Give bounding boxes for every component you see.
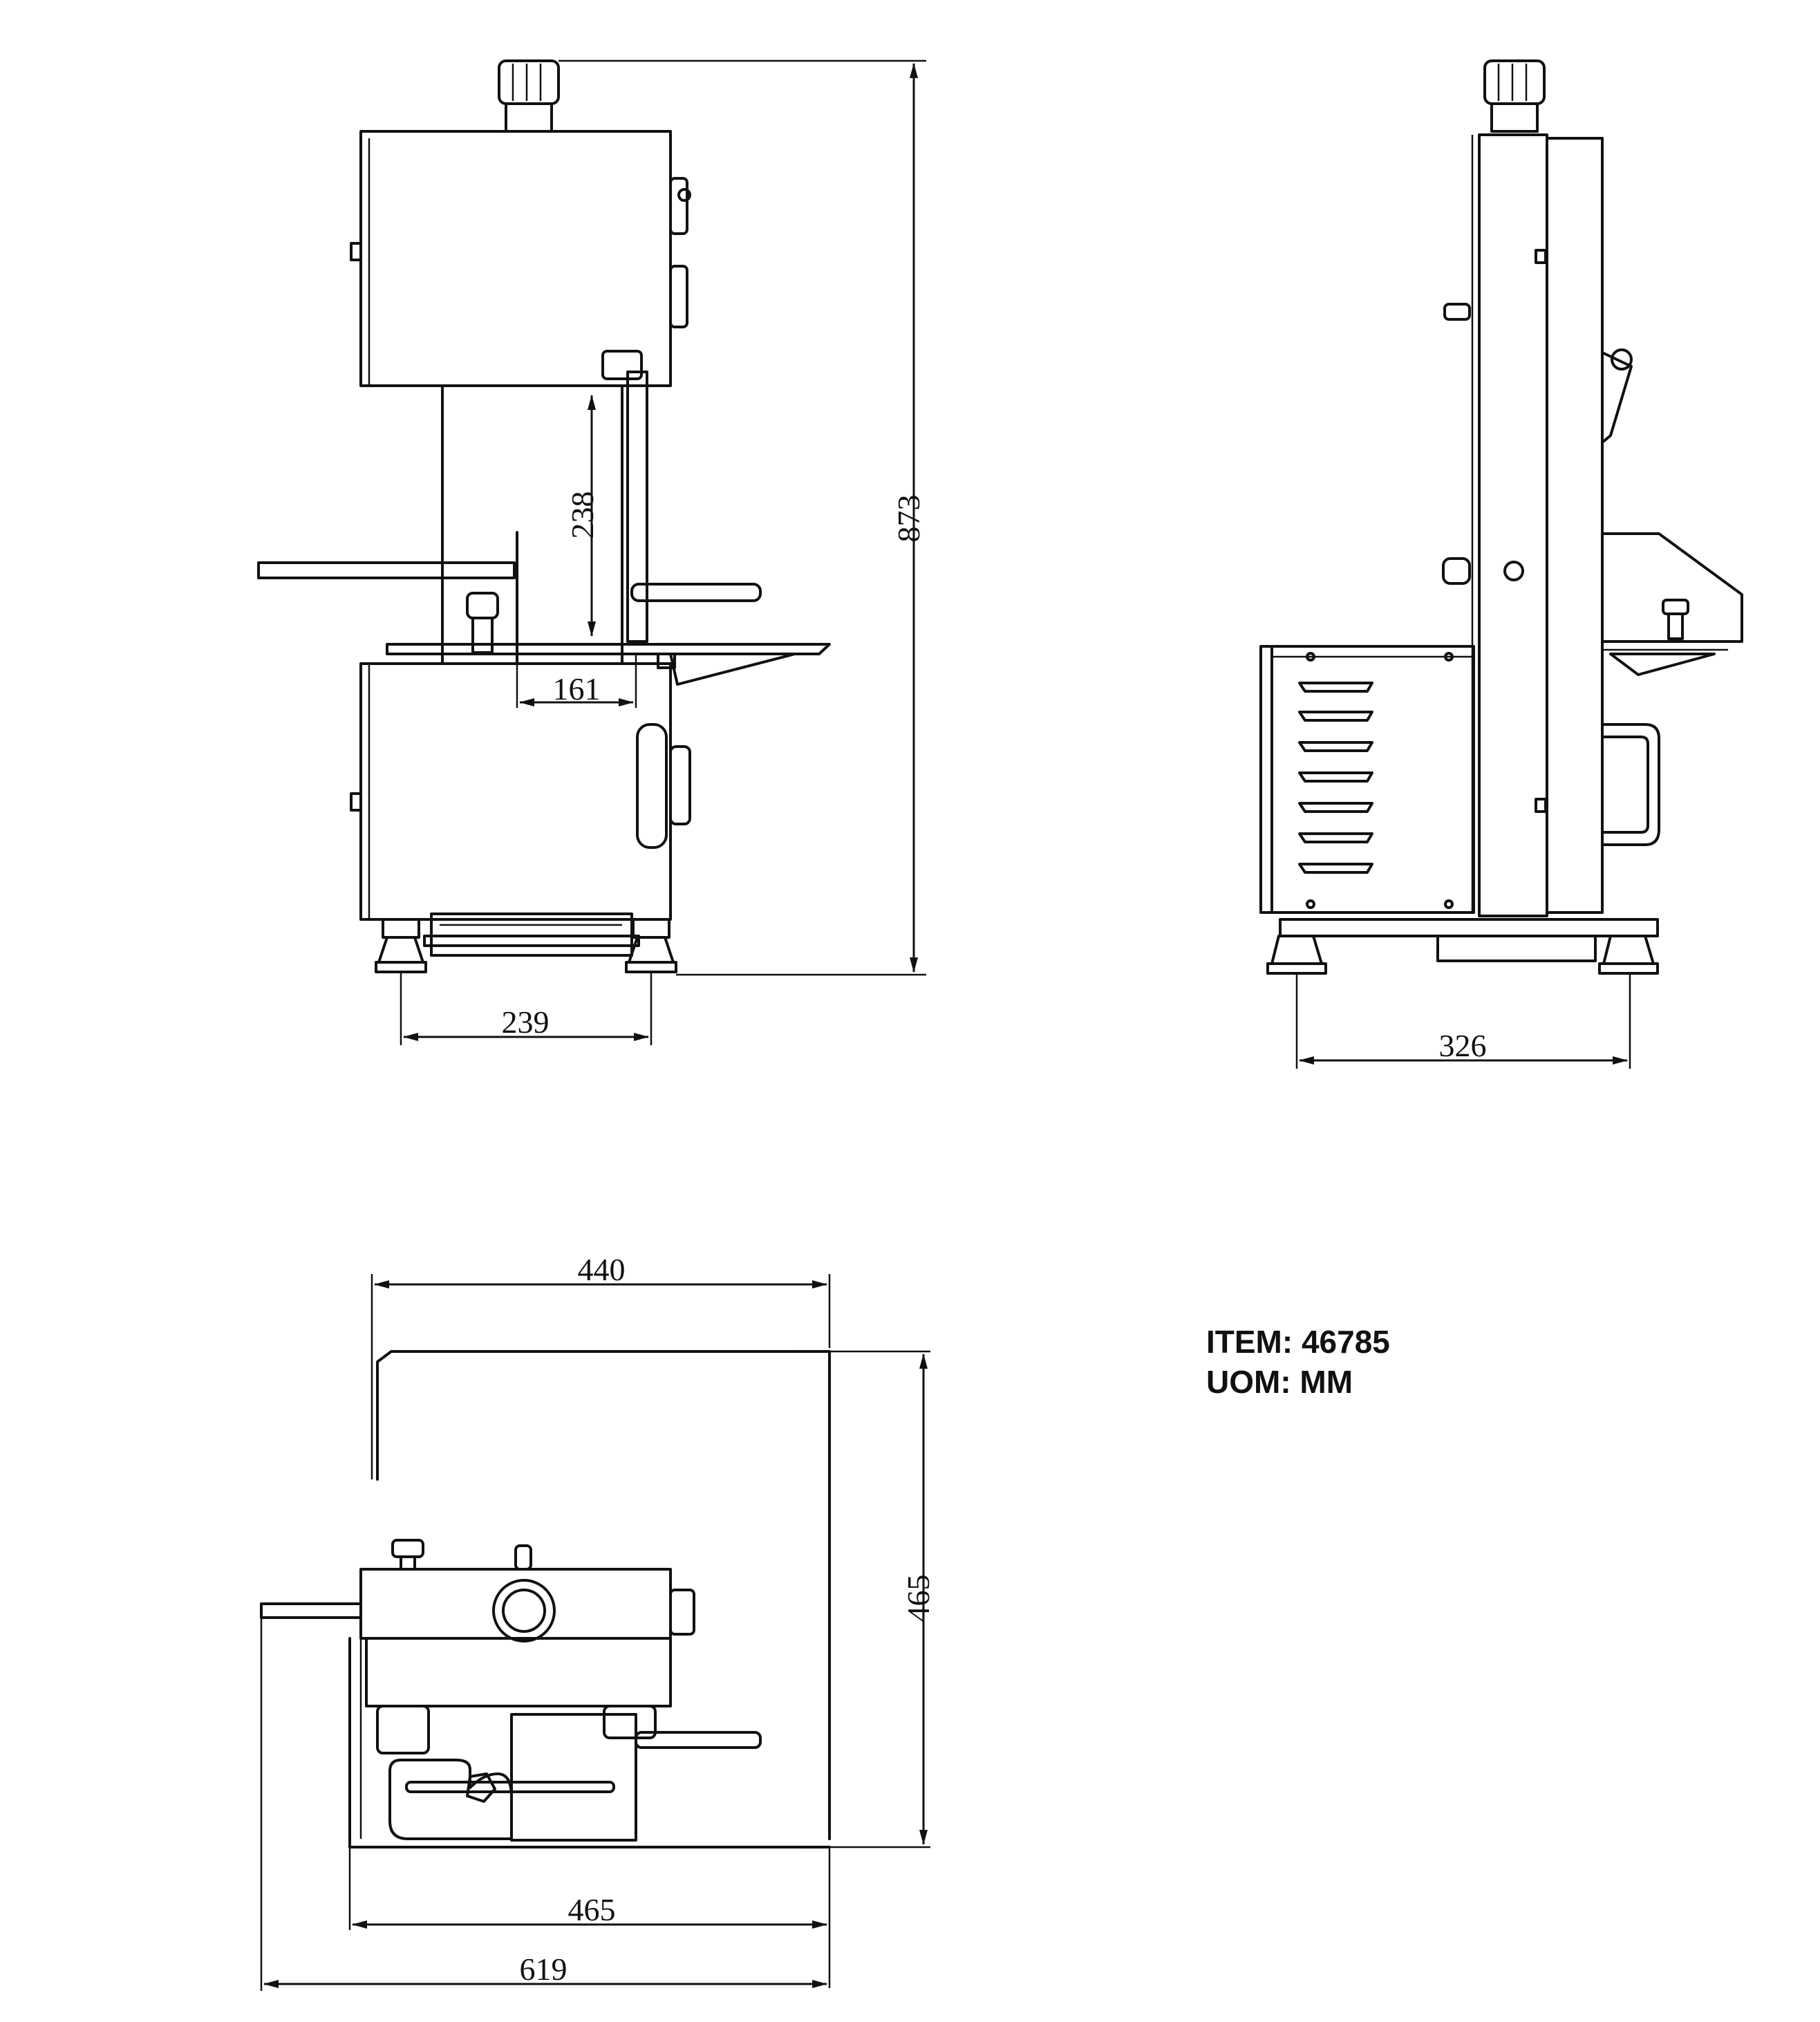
push-rod bbox=[257, 561, 516, 579]
item-info: ITEM: 46785 UOM: MM bbox=[1206, 1322, 1390, 1402]
side-table bbox=[1601, 532, 1743, 643]
dim-top-overall-width: 619 bbox=[520, 1951, 567, 1987]
blade-guide bbox=[626, 371, 648, 643]
top-view: 440 465 465 619 bbox=[260, 1252, 936, 1991]
door-handle bbox=[636, 723, 668, 849]
dim-top-depth: 465 bbox=[901, 1575, 936, 1622]
dim-front-foot-spacing: 239 bbox=[502, 1004, 550, 1040]
foot-left bbox=[375, 918, 427, 973]
top-push-rod bbox=[260, 1602, 362, 1619]
item-number: ITEM: 46785 bbox=[1206, 1324, 1390, 1360]
cutting-table bbox=[386, 643, 831, 655]
tension-knob bbox=[498, 59, 560, 133]
side-view: 326 bbox=[1259, 59, 1743, 1069]
dim-front-cut-height: 238 bbox=[565, 492, 600, 539]
dim-front-cut-width: 161 bbox=[553, 671, 601, 706]
side-base bbox=[1279, 918, 1659, 937]
vent-slots bbox=[1298, 682, 1373, 874]
dim-side-foot-spacing: 326 bbox=[1439, 1028, 1487, 1063]
top-table bbox=[376, 1350, 831, 1840]
dim-front-height: 873 bbox=[891, 495, 926, 543]
top-upper-unit bbox=[359, 1568, 672, 1640]
top-slide-plate bbox=[388, 1759, 513, 1840]
side-handle bbox=[1601, 723, 1660, 846]
switch-box bbox=[669, 177, 688, 235]
dim-top-width: 440 bbox=[578, 1252, 626, 1287]
unit-of-measure: UOM: MM bbox=[1206, 1364, 1353, 1400]
side-rear-panel bbox=[1546, 137, 1604, 914]
foot-right bbox=[625, 918, 677, 973]
front-view: 873 238 161 239 bbox=[257, 59, 926, 1045]
dim-top-base-width: 465 bbox=[568, 1892, 616, 1927]
upper-housing bbox=[359, 130, 672, 387]
